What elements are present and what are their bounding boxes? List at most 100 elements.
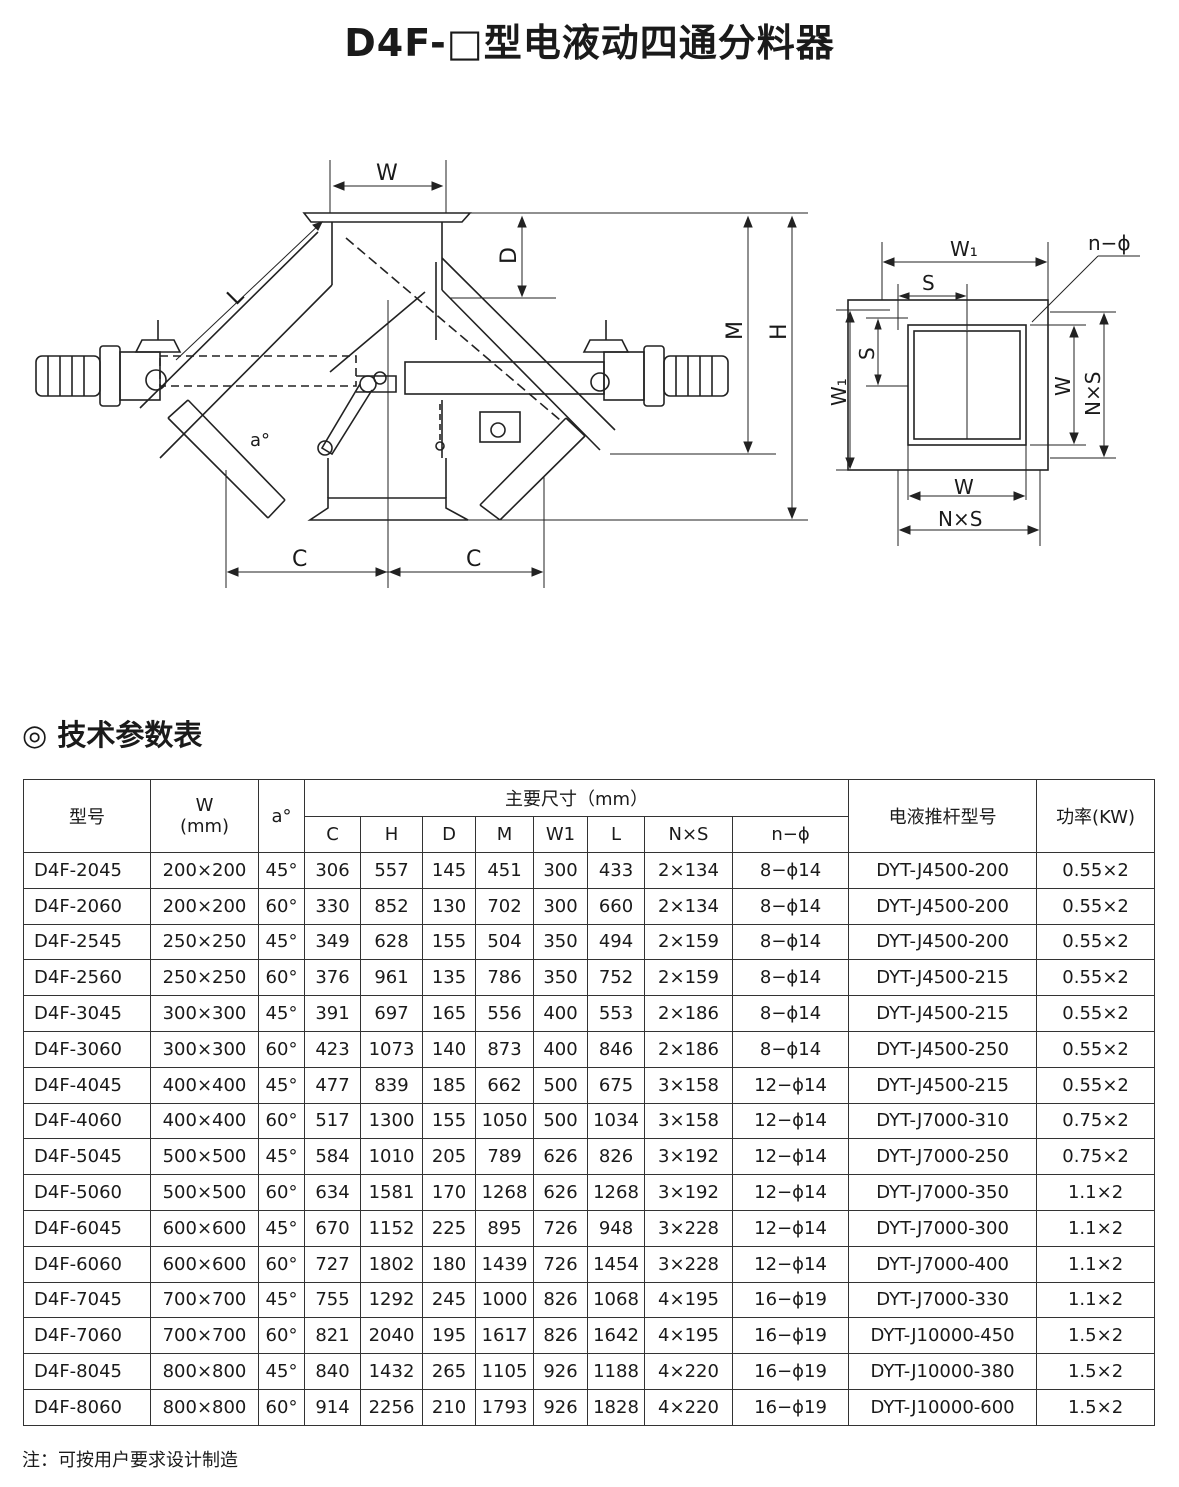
table-cell: 670 xyxy=(304,1209,361,1247)
technical-drawing: W D L M H C C a° W₁ n−ϕ S S W₁ W N×S W N… xyxy=(35,160,1140,588)
table-cell: 1432 xyxy=(360,1353,423,1390)
table-cell: 948 xyxy=(587,1209,645,1247)
table-cell: 400 xyxy=(533,1030,588,1068)
table-cell: 726 xyxy=(533,1209,588,1247)
table-cell: 1454 xyxy=(587,1245,645,1283)
table-cell: DYT-J7000-350 xyxy=(848,1174,1038,1211)
table-cell: 3×228 xyxy=(644,1245,733,1283)
table-cell: 16−ϕ19 xyxy=(731,1317,850,1355)
header-angle: a° xyxy=(258,779,305,853)
table-cell: 45° xyxy=(258,1353,305,1390)
table-cell: 826 xyxy=(533,1281,588,1319)
header-h: H xyxy=(360,816,423,853)
table-cell: D4F-5060 xyxy=(23,1174,151,1211)
table-cell: 1.5×2 xyxy=(1036,1353,1156,1390)
table-cell: 130 xyxy=(422,887,476,925)
table-cell: 800×800 xyxy=(150,1388,259,1426)
table-cell: 45° xyxy=(258,1209,305,1247)
table-cell: 0.55×2 xyxy=(1036,1030,1156,1068)
table-cell: 1.5×2 xyxy=(1036,1388,1156,1426)
table-cell: D4F-3045 xyxy=(23,995,151,1032)
table-cell: 660 xyxy=(587,887,645,925)
table-cell: 12−ϕ14 xyxy=(731,1102,850,1140)
table-cell: D4F-2545 xyxy=(23,923,151,961)
table-cell: D4F-8045 xyxy=(23,1353,151,1390)
table-cell: 846 xyxy=(587,1030,645,1068)
table-cell: 300×300 xyxy=(150,1030,259,1068)
table-cell: 2×159 xyxy=(644,959,733,997)
table-cell: 4×220 xyxy=(644,1353,733,1390)
label-angle: a° xyxy=(250,430,270,451)
table-cell: 517 xyxy=(304,1102,361,1140)
table-cell: 12−ϕ14 xyxy=(731,1209,850,1247)
table-cell: DYT-J4500-250 xyxy=(848,1030,1038,1068)
table-cell: 60° xyxy=(258,1317,305,1355)
table-cell: 1292 xyxy=(360,1281,423,1319)
header-power: 功率(KW) xyxy=(1036,779,1156,853)
section-title-text: 技术参数表 xyxy=(57,718,203,752)
table-cell: 300×300 xyxy=(150,995,259,1032)
table-cell: 626 xyxy=(533,1174,588,1211)
table-cell: 3×158 xyxy=(644,1066,733,1104)
label-w1-top: W₁ xyxy=(950,237,978,261)
table-cell: DYT-J7000-400 xyxy=(848,1245,1038,1283)
table-cell: 628 xyxy=(360,923,423,961)
table-cell: 250×250 xyxy=(150,923,259,961)
table-cell: D4F-4060 xyxy=(23,1102,151,1140)
label-nxs-right: N×S xyxy=(1081,372,1105,416)
table-cell: D4F-2060 xyxy=(23,887,151,925)
table-cell: 180 xyxy=(422,1245,476,1283)
table-cell: 726 xyxy=(533,1245,588,1283)
section-mark-icon: ◎ xyxy=(22,718,48,752)
table-cell: DYT-J7000-250 xyxy=(848,1138,1038,1176)
table-cell: 8−ϕ14 xyxy=(731,852,850,889)
table-cell: 675 xyxy=(587,1066,645,1104)
table-cell: D4F-6060 xyxy=(23,1245,151,1283)
spec-table: 型号 W(mm) a° 主要尺寸（mm） 电液推杆型号 功率(KW) C H D… xyxy=(23,779,1156,1426)
table-cell: 826 xyxy=(533,1317,588,1355)
table-cell: 350 xyxy=(533,923,588,961)
table-cell: 45° xyxy=(258,1281,305,1319)
table-cell: 752 xyxy=(587,959,645,997)
label-l: L xyxy=(223,283,250,310)
table-cell: 0.75×2 xyxy=(1036,1138,1156,1176)
right-chute xyxy=(441,257,616,451)
table-cell: 500×500 xyxy=(150,1138,259,1176)
table-cell: 634 xyxy=(304,1174,361,1211)
left-motor xyxy=(35,355,101,397)
table-cell: 8−ϕ14 xyxy=(731,995,850,1032)
table-cell: D4F-7045 xyxy=(23,1281,151,1319)
table-cell: 16−ϕ19 xyxy=(731,1388,850,1426)
label-s-top: S xyxy=(922,271,935,295)
table-cell: 60° xyxy=(258,1030,305,1068)
table-cell: 0.55×2 xyxy=(1036,995,1156,1032)
header-w: W(mm) xyxy=(150,779,259,853)
label-n-phi: n−ϕ xyxy=(1088,231,1131,255)
section-title: ◎ 技术参数表 xyxy=(22,712,202,754)
table-cell: 16−ϕ19 xyxy=(731,1281,850,1319)
header-l: L xyxy=(587,816,645,853)
table-cell: 60° xyxy=(258,887,305,925)
table-cell: D4F-2045 xyxy=(23,852,151,889)
table-cell: 376 xyxy=(304,959,361,997)
table-cell: 250×250 xyxy=(150,959,259,997)
table-cell: 391 xyxy=(304,995,361,1032)
table-cell: 727 xyxy=(304,1245,361,1283)
header-model: 型号 xyxy=(23,779,151,853)
table-cell: 1010 xyxy=(360,1138,423,1176)
table-cell: 1439 xyxy=(475,1245,534,1283)
label-s-left: S xyxy=(855,347,879,360)
table-cell: 60° xyxy=(258,1245,305,1283)
table-cell: 155 xyxy=(422,1102,476,1140)
table-cell: D4F-6045 xyxy=(23,1209,151,1247)
table-cell: D4F-8060 xyxy=(23,1388,151,1426)
table-cell: 45° xyxy=(258,923,305,961)
table-cell: 45° xyxy=(258,995,305,1032)
table-cell: 1793 xyxy=(475,1388,534,1426)
table-cell: 4×195 xyxy=(644,1317,733,1355)
